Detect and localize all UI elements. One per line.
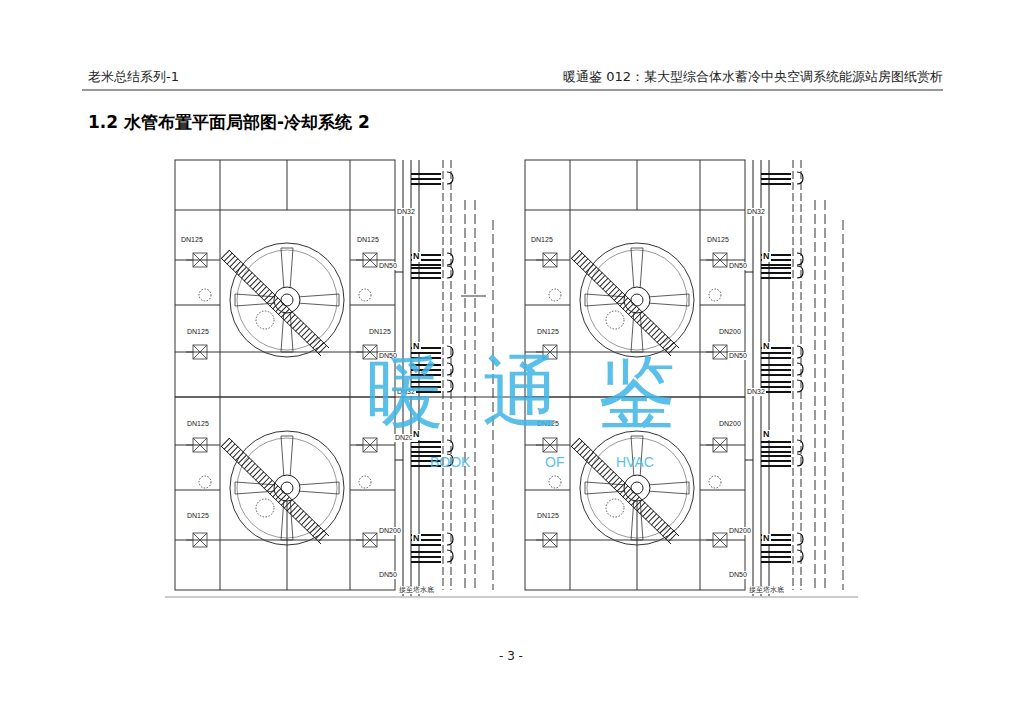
- pipe-tag: N: [762, 342, 771, 352]
- pipe-size: DN125: [368, 328, 392, 336]
- pipe-size: DN50: [728, 571, 748, 579]
- page-header: 老米总结系列-1: [88, 70, 179, 84]
- pipe-size: DN125: [180, 236, 204, 244]
- page-header: 暖通鉴 012：某大型综合体水蓄冷中央空调系统能源站房图纸赏析: [563, 70, 943, 84]
- pipe-size: DN50: [728, 262, 748, 270]
- pipe-tag: N: [762, 430, 771, 440]
- pipe-size: DN125: [536, 328, 560, 336]
- section-title: 1.2 水管布置平面局部图-冷却系统 2: [88, 113, 370, 132]
- pipe-size: DN50: [378, 262, 398, 270]
- page-number: - 3 -: [499, 650, 523, 663]
- pipe-size: DN32: [396, 208, 416, 216]
- pipe-size: DN200: [718, 420, 742, 428]
- pipe-size: DN125: [706, 236, 730, 244]
- watermark: 暖通鉴: [366, 350, 714, 436]
- pipe-size: DN200: [728, 527, 752, 535]
- pipe-size: DN125: [186, 420, 210, 428]
- pipe-size: DN50: [728, 352, 748, 360]
- pipe-tag: N: [762, 534, 771, 544]
- pipe-tag: N: [412, 534, 421, 544]
- pipe-size: DN32: [746, 388, 766, 396]
- pipe-size: DN50: [378, 571, 398, 579]
- pipe-size: DN32: [746, 208, 766, 216]
- pipe-size: DN200: [718, 328, 742, 336]
- pipe-size: DN125: [186, 328, 210, 336]
- pipe-tag: N: [762, 252, 771, 262]
- pipe-tag: N: [412, 252, 421, 262]
- pipe-size: DN125: [356, 236, 380, 244]
- pipe-size: DN125: [530, 236, 554, 244]
- watermark: BOOK: [430, 455, 470, 470]
- pipe-size: DN125: [536, 512, 560, 520]
- pipe-note: 接至塔水底: [748, 586, 785, 594]
- pipe-size: DN125: [186, 512, 210, 520]
- watermark: HVAC: [616, 455, 654, 470]
- pipe-size: DN200: [378, 527, 402, 535]
- pipe-note: 接至塔水底: [398, 586, 435, 594]
- watermark: OF: [545, 455, 564, 470]
